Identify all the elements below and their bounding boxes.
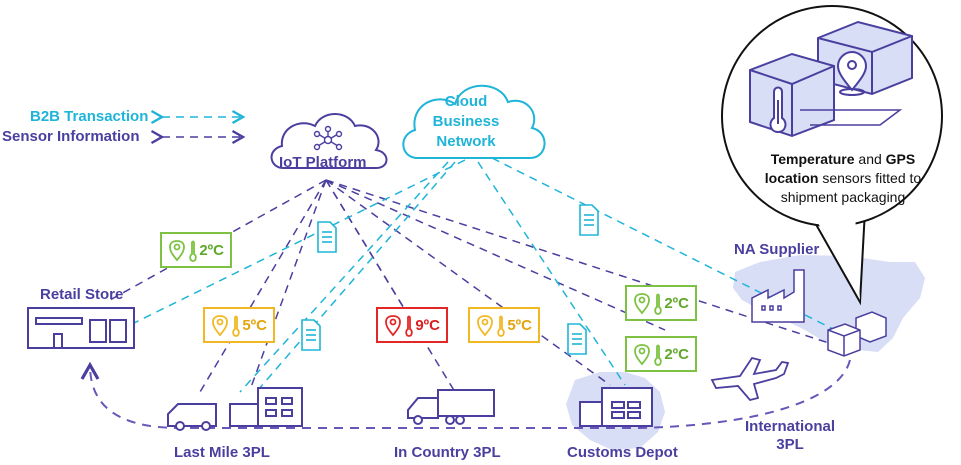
international-line2: 3PL: [776, 436, 804, 453]
packages-icon: [749, 20, 913, 138]
na-supplier-label: NA Supplier: [734, 241, 820, 258]
pin-thermometer-icon: [634, 293, 662, 315]
document-icon: [301, 319, 321, 351]
pin-thermometer-icon: [169, 240, 197, 262]
factory-icon: [751, 269, 805, 323]
document-icon: [579, 204, 599, 236]
cloud-business-network-cloud: [402, 84, 546, 159]
temp-badge-supplier-top: 2ºC: [625, 285, 697, 321]
last-mile-label: Last Mile 3PL: [174, 444, 270, 461]
international-3pl-label: International 3PL: [738, 418, 842, 454]
customs-depot-label: Customs Depot: [567, 444, 678, 461]
cloud-label-line3: Network: [436, 133, 496, 150]
callout-line3: shipment packaging: [780, 189, 906, 205]
airplane-icon: [710, 356, 790, 402]
thermometer-icon: [769, 86, 787, 134]
cloud-label-line2: Business: [432, 113, 500, 130]
pin-thermometer-icon: [477, 315, 505, 337]
temp-badge-last-mile: 5ºC: [203, 307, 275, 343]
supplier-packages-icon: [827, 311, 887, 357]
callout-temp: Temperature: [770, 151, 855, 167]
legend-b2b-label: B2B Transaction: [30, 108, 149, 125]
temp-value: 2ºC: [664, 294, 689, 312]
cloud-label-line1: Cloud: [444, 93, 488, 110]
temp-badge-supplier-bottom: 2ºC: [625, 336, 697, 372]
international-line1: International: [744, 418, 835, 435]
temp-value: 2ºC: [199, 241, 224, 259]
truck-icon: [407, 389, 495, 425]
temp-value: 2ºC: [664, 345, 689, 363]
callout-line2-rest: sensors fitted to: [818, 170, 922, 186]
temp-badge-in-country: 5ºC: [468, 307, 540, 343]
temp-badge-in-country-alert: 9ºC: [376, 307, 448, 343]
network-icon: [313, 125, 343, 151]
callout-gps: GPS: [885, 151, 916, 167]
legend-sensor-label: Sensor Information: [2, 128, 140, 145]
van-icon: [167, 403, 217, 431]
callout-line2: location sensors fitted to: [738, 169, 948, 188]
callout-text: Temperature and GPS location sensors fit…: [738, 150, 948, 207]
pin-thermometer-icon: [212, 315, 240, 337]
pin-thermometer-icon: [634, 344, 662, 366]
callout-line1: Temperature and GPS: [738, 150, 948, 169]
callout-location: location: [764, 170, 819, 186]
retail-store-icon: [27, 307, 135, 349]
pin-thermometer-icon: [385, 315, 413, 337]
in-country-label: In Country 3PL: [394, 444, 501, 461]
document-icon: [567, 323, 587, 355]
retail-store-label: Retail Store: [40, 286, 124, 303]
temp-badge-retail: 2ºC: [160, 232, 232, 268]
temp-value: 5ºC: [242, 316, 267, 334]
temp-value: 9ºC: [415, 316, 440, 334]
last-mile-warehouse-icon: [229, 387, 303, 427]
iot-platform-label: IoT Platform: [279, 154, 367, 171]
cloud-network-label: Cloud Business Network: [430, 92, 502, 152]
gps-pin-icon: [836, 50, 868, 96]
document-icon: [317, 221, 337, 253]
shipping-route: [80, 359, 851, 429]
callout-and: and: [854, 151, 886, 167]
temp-value: 5ºC: [507, 316, 532, 334]
customs-depot-icon: [579, 387, 653, 427]
